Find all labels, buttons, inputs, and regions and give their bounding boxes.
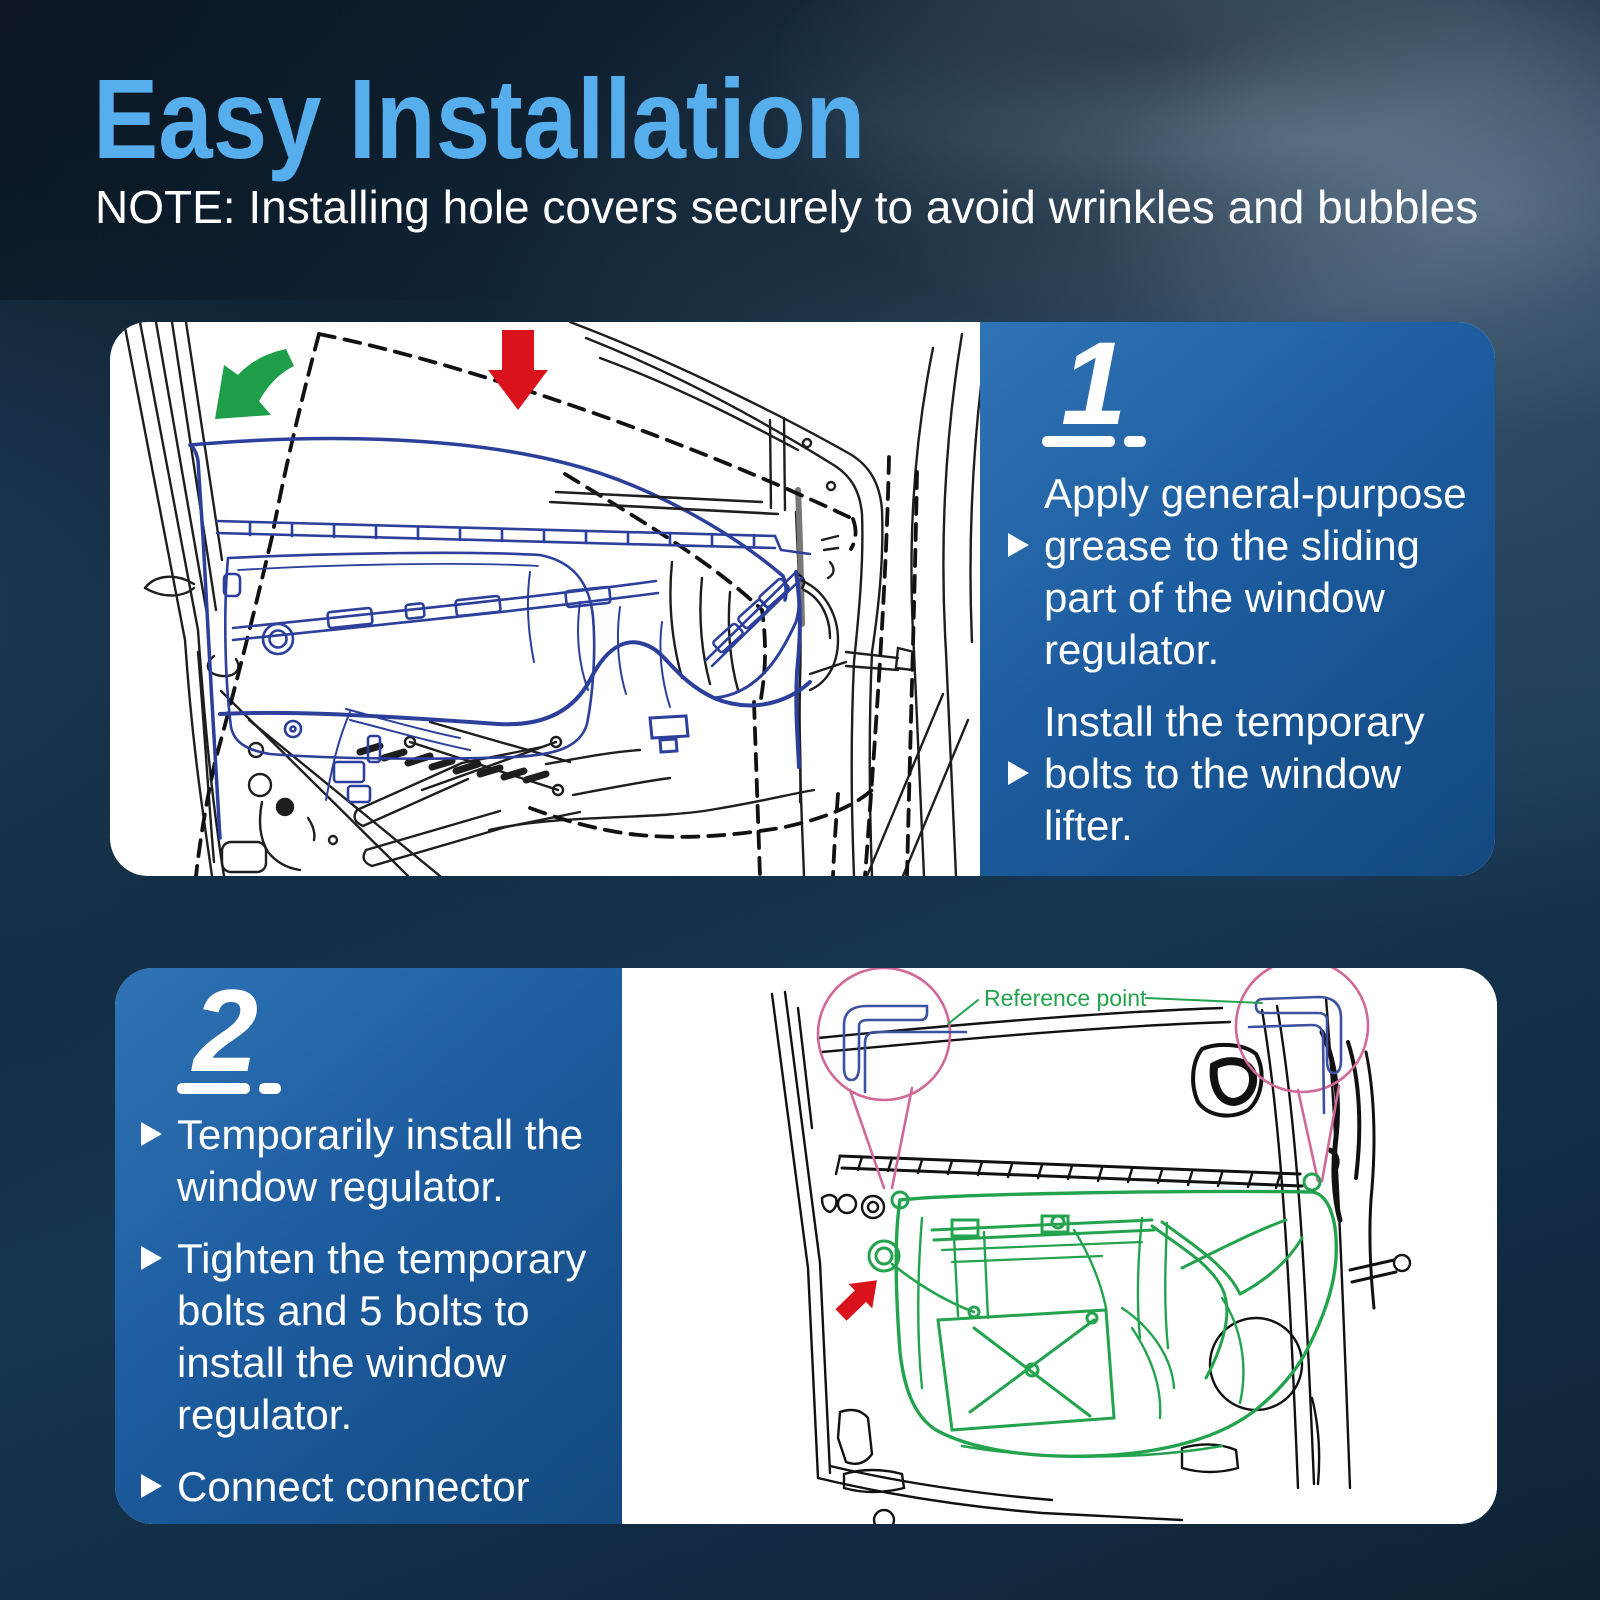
svg-text:Reference point: Reference point bbox=[984, 985, 1147, 1011]
